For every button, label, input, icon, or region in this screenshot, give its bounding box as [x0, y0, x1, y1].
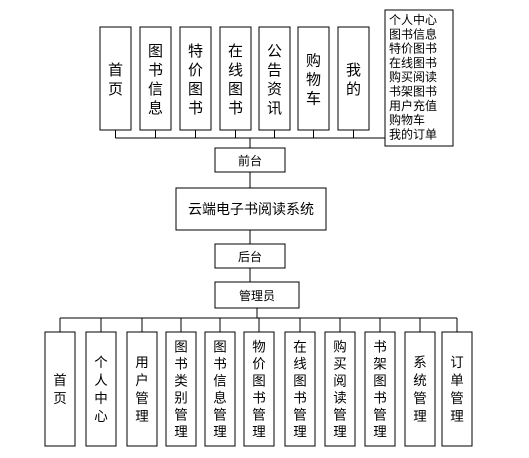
backend-module-label: 购买阅读管理 — [333, 340, 347, 441]
frontend-label-box — [214, 147, 286, 173]
backend-module-box — [44, 331, 76, 447]
my-submenu-list: 个人中心图书信息特价图书在线图书购买阅读书架图书用户充值购物车我的订单 — [389, 12, 437, 141]
frontend-module-label: 我的 — [346, 61, 361, 98]
frontend-module-box — [139, 26, 172, 131]
backend-module-label: 首页 — [53, 373, 67, 407]
backend-module-box — [364, 331, 396, 447]
connector-lines — [59, 130, 458, 332]
root-system-box — [175, 187, 327, 231]
frontend-module-label: 特价图书 — [188, 42, 203, 117]
backend-module-label: 物价图书管理 — [252, 340, 266, 441]
frontend-module-box — [337, 26, 370, 131]
backend-modules: 首页 个人中心 用户管理 图书类别管理 图书信息管理 物价图书管理 在线图书管理 购买阅读管理… — [44, 331, 473, 447]
frontend-module-box — [99, 26, 132, 131]
frontend-modules: 首页 图书信息 特价图书 在线图书 公告资讯 购物车 我的 — [99, 26, 370, 131]
frontend-module-box — [219, 26, 252, 131]
backend-module-label: 图书信息管理 — [213, 340, 227, 441]
backend-module-box — [165, 331, 197, 447]
backend-module-label: 在线图书管理 — [293, 340, 307, 441]
my-submenu-box — [384, 9, 454, 147]
backend-module-box — [284, 331, 316, 447]
admin-role-label: 管理员 — [239, 288, 275, 303]
backend-module-box — [243, 331, 275, 447]
frontend-module-label: 公告资讯 — [267, 42, 282, 117]
frontend-module-box — [258, 26, 291, 131]
backend-module-box — [126, 331, 158, 447]
frontend-module-label: 购物车 — [306, 52, 321, 108]
backend-module-label: 图书类别管理 — [174, 340, 188, 441]
backend-label: 后台 — [238, 249, 262, 264]
root-system-title: 云端电子书阅读系统 — [188, 201, 314, 218]
backend-module-box — [324, 331, 356, 447]
backend-module-box — [441, 331, 473, 447]
backend-module-label: 个人中心 — [94, 355, 108, 425]
frontend-module-label: 图书信息 — [148, 42, 163, 117]
backend-module-label: 书架图书管理 — [373, 340, 387, 441]
frontend-module-box — [297, 26, 330, 131]
admin-role-box — [214, 281, 300, 309]
backend-module-box — [85, 331, 117, 447]
backend-module-label: 系统管理 — [413, 355, 427, 425]
backend-module-label: 用户管理 — [135, 355, 149, 425]
frontend-label: 前台 — [238, 153, 262, 168]
backend-module-box — [404, 331, 436, 447]
backend-label-box — [214, 243, 286, 269]
frontend-module-label: 在线图书 — [228, 42, 243, 117]
frontend-module-box — [179, 26, 212, 131]
backend-module-box — [204, 331, 236, 447]
backend-module-label: 订单管理 — [450, 355, 464, 425]
frontend-module-label: 首页 — [108, 61, 123, 98]
